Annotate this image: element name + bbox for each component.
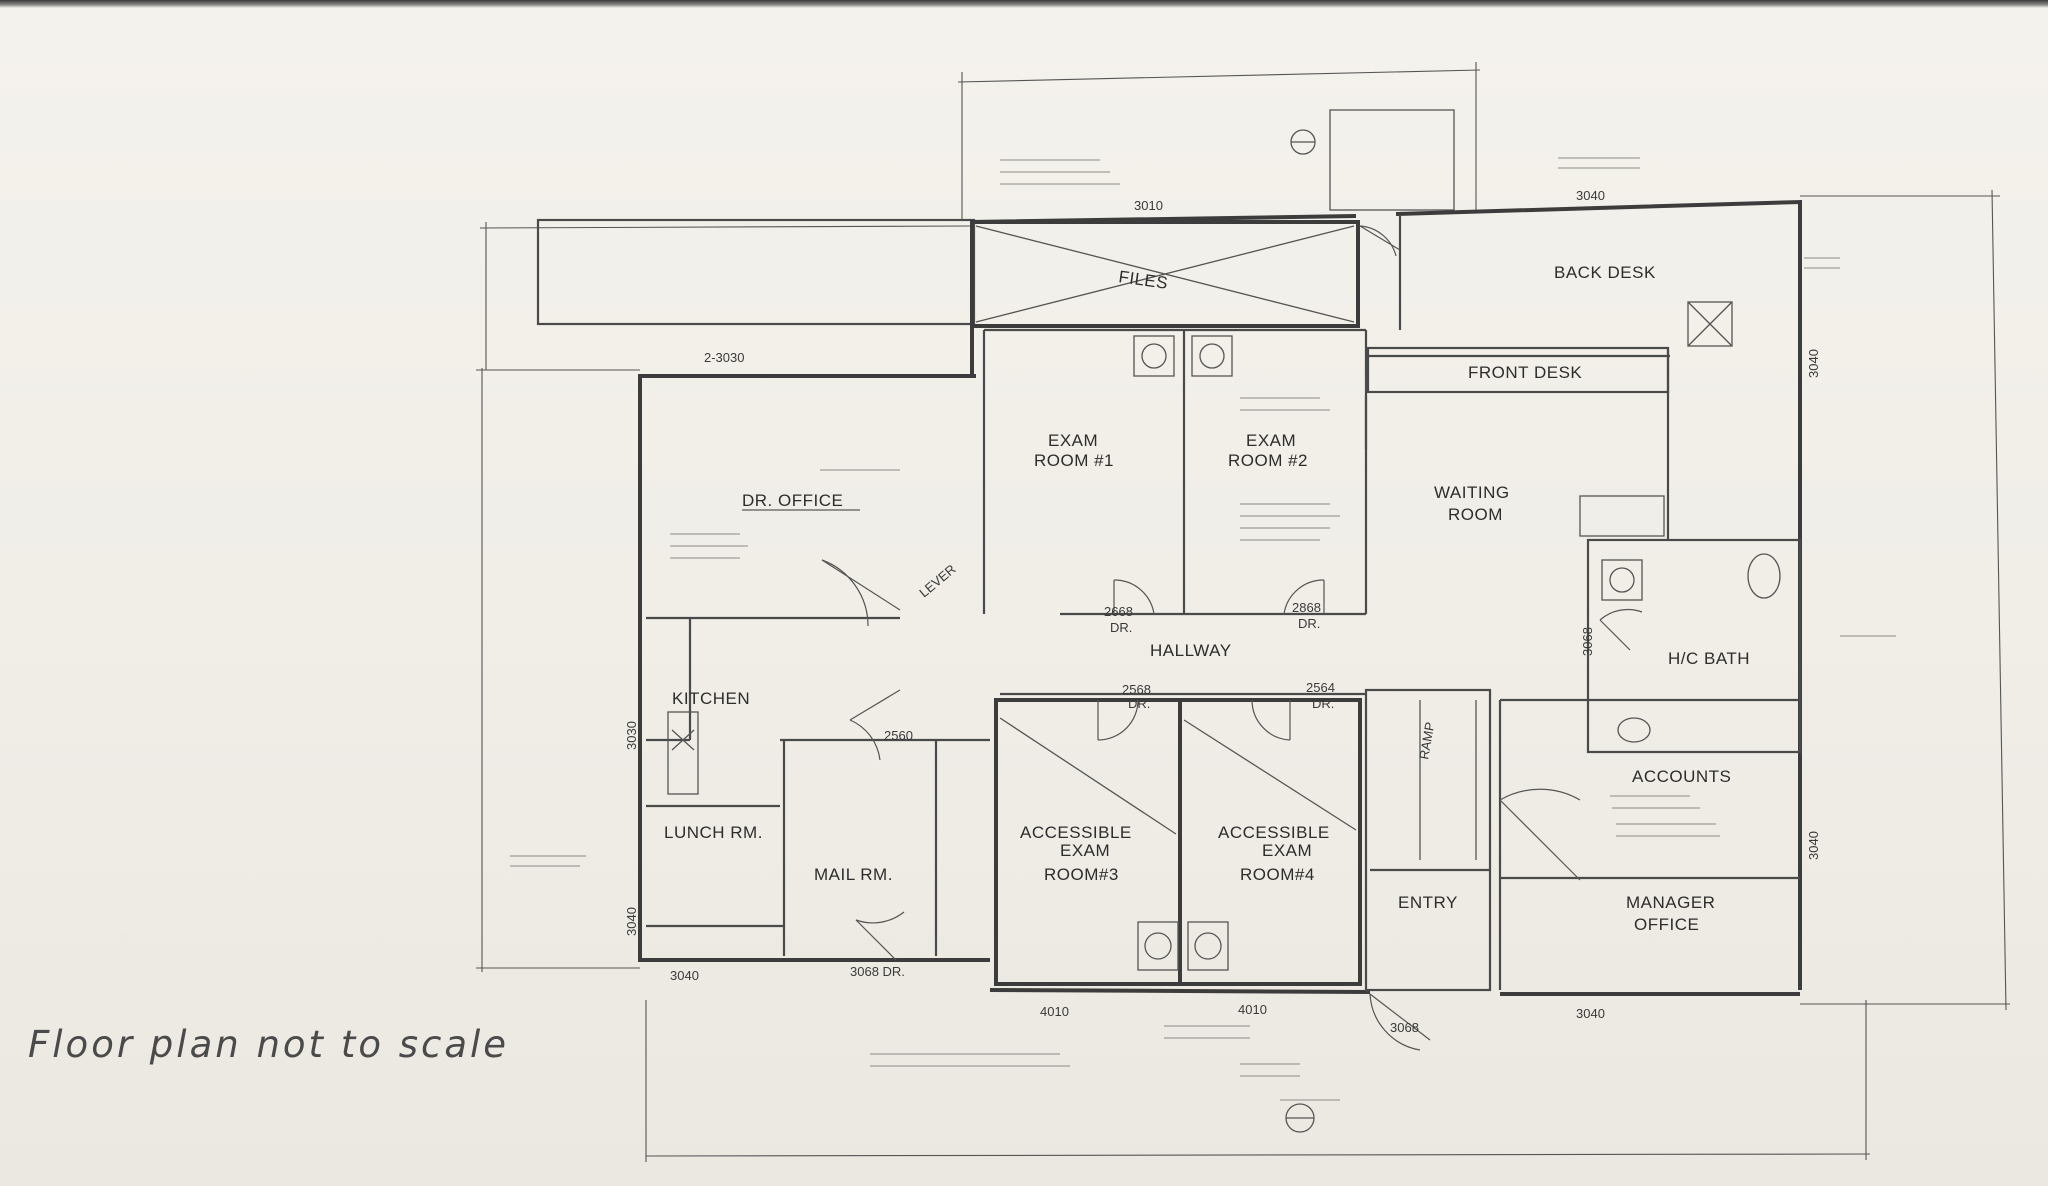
tag-3040-bottom-right: 3040 <box>1576 1006 1605 1021</box>
scan-edge <box>0 0 2048 8</box>
tag-4010-b: 4010 <box>1238 1002 1267 1017</box>
room-label-acc4-b: EXAM <box>1262 841 1312 860</box>
fixtures <box>667 301 1781 1133</box>
room-label-accounts: ACCOUNTS <box>1632 767 1731 786</box>
tag-2568: 2568 <box>1122 682 1151 697</box>
room-label-back-desk: BACK DESK <box>1554 263 1656 282</box>
plan-caption: Floor plan not to scale <box>28 1023 510 1066</box>
room-label-acc3-a: ACCESSIBLE <box>1020 823 1132 842</box>
dimension-lines <box>476 62 2010 1162</box>
annotation-notes <box>510 157 1896 1101</box>
room-label-mail-rm: MAIL RM. <box>814 865 893 884</box>
room-label-entry: ENTRY <box>1398 893 1458 912</box>
tag-2560: 2560 <box>884 728 913 743</box>
room-label-waiting-a: WAITING <box>1434 483 1510 502</box>
tag-3010: 3010 <box>1134 198 1163 213</box>
room-label-exam1-b: ROOM #1 <box>1034 451 1114 470</box>
tag-dr-a: DR. <box>1110 620 1132 635</box>
interior-walls <box>646 216 1802 992</box>
room-label-exam2-b: ROOM #2 <box>1228 451 1308 470</box>
tag-dr-c: DR. <box>1128 696 1150 711</box>
tag-3040-top: 3040 <box>1576 188 1605 203</box>
room-label-acc4-c: ROOM#4 <box>1240 865 1315 884</box>
room-label-acc4-a: ACCESSIBLE <box>1218 823 1330 842</box>
room-label-lunch-rm: LUNCH RM. <box>664 823 763 842</box>
tag-3068-entry: 3068 <box>1390 1020 1419 1035</box>
tag-3040-left: 3040 <box>670 968 699 983</box>
tag-4010-a: 4010 <box>1040 1004 1069 1019</box>
tag-3040-lunch: 3040 <box>624 907 639 936</box>
tag-3040-right-upper: 3040 <box>1806 349 1821 378</box>
tag-3068-bath: 3068 <box>1580 627 1595 656</box>
tag-dr-d: DR. <box>1312 696 1334 711</box>
room-label-front-desk: FRONT DESK <box>1468 363 1582 382</box>
tag-2-3030: 2-3030 <box>704 350 744 365</box>
window-door-tags: 2-3030 3010 3040 3040 4010 4010 3040 306… <box>624 188 1821 1035</box>
tag-3030-kitchen: 3030 <box>624 721 639 750</box>
tag-2868: 2868 <box>1292 600 1321 615</box>
room-label-acc3-c: ROOM#3 <box>1044 865 1119 884</box>
room-label-kitchen: KITCHEN <box>672 689 750 708</box>
room-label-hallway: HALLWAY <box>1150 641 1232 660</box>
room-label-lever: LEVER <box>916 561 958 600</box>
room-label-dr-office: DR. OFFICE <box>742 491 843 510</box>
tag-dr-b: DR. <box>1298 616 1320 631</box>
room-label-hc-bath: H/C BATH <box>1668 649 1750 668</box>
room-label-files: FILES <box>1117 267 1169 293</box>
door-swings <box>821 225 1643 1051</box>
tag-2668: 2668 <box>1104 604 1133 619</box>
stoop <box>1290 109 1455 211</box>
porch-outline <box>536 218 976 326</box>
room-label-manager-b: OFFICE <box>1634 915 1699 934</box>
room-label-exam1-a: EXAM <box>1048 431 1098 450</box>
tag-3068-dr: 3068 DR. <box>850 964 905 979</box>
room-label-manager-a: MANAGER <box>1626 893 1715 912</box>
room-label-acc3-b: EXAM <box>1060 841 1110 860</box>
room-label-waiting-b: ROOM <box>1448 505 1503 524</box>
tag-3040-right-lower: 3040 <box>1806 831 1821 860</box>
room-label-ramp: RAMP <box>1416 721 1437 761</box>
tag-2564: 2564 <box>1306 680 1335 695</box>
room-label-exam2-a: EXAM <box>1246 431 1296 450</box>
